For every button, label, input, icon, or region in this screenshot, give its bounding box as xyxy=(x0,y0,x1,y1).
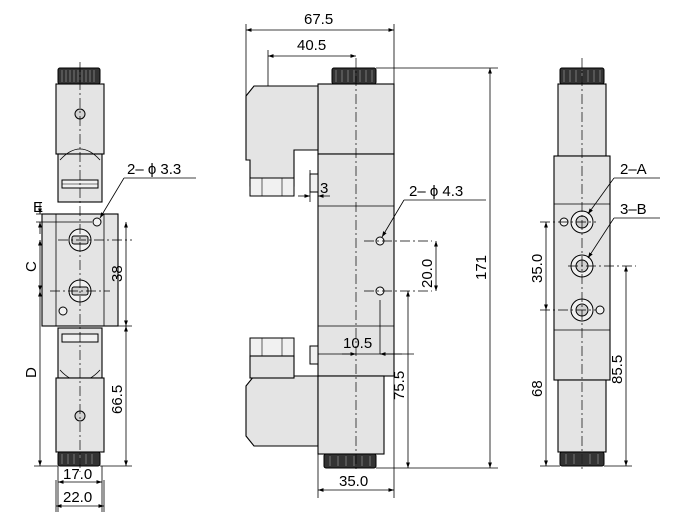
side-lower-coil xyxy=(317,375,385,455)
side-upper-connector xyxy=(245,85,319,187)
front-view: 2– ϕ 3.3 E C D 38 66.5 17.0 22.0 xyxy=(23,62,196,512)
label-c: C xyxy=(23,261,40,272)
rear-dim-68: 68 xyxy=(529,380,546,397)
side-dim-10-5: 10.5 xyxy=(343,335,372,352)
label-e: E xyxy=(33,199,43,216)
front-mount-hole-upper xyxy=(92,217,102,227)
front-bottom-cap xyxy=(57,451,101,467)
rear-mount-hole-lower xyxy=(595,305,605,315)
front-mount-hole-lower xyxy=(58,306,68,316)
side-lower-cable-gland xyxy=(249,337,295,357)
side-dim-3: 3 xyxy=(320,180,328,197)
side-dim-67-5: 67.5 xyxy=(304,11,333,28)
front-hole-callout: 2– ϕ 3.3 xyxy=(127,161,181,178)
rear-dim-85-5: 85.5 xyxy=(609,355,626,384)
rear-callout-a: 2–A xyxy=(620,161,647,178)
side-hole-callout: 2– ϕ 4.3 xyxy=(409,183,463,200)
side-lower-connector xyxy=(245,375,319,447)
side-bottom-cap xyxy=(323,453,377,469)
side-dim-75-5: 75.5 xyxy=(391,371,408,400)
side-lower-override xyxy=(309,345,319,365)
side-dim-171: 171 xyxy=(473,255,490,280)
side-dim-40-5: 40.5 xyxy=(297,37,326,54)
label-d: D xyxy=(23,367,40,378)
rear-callout-b: 3–B xyxy=(620,201,647,218)
front-dim-66-5: 66.5 xyxy=(109,385,126,414)
front-dim-17: 17.0 xyxy=(63,466,92,483)
side-dim-20: 20.0 xyxy=(419,259,436,288)
side-upper-cable-gland xyxy=(249,177,295,197)
front-dim-38: 38 xyxy=(109,265,126,282)
front-dim-22: 22.0 xyxy=(63,489,92,506)
rear-view: 2–A 3–B 35.0 68 85.5 xyxy=(529,58,660,472)
rear-dim-35: 35.0 xyxy=(529,254,546,283)
side-dim-35: 35.0 xyxy=(339,473,368,490)
side-upper-override xyxy=(309,173,319,193)
side-view: 67.5 40.5 3 2– ϕ 4.3 20.0 171 10.5 75.5 xyxy=(245,11,498,498)
